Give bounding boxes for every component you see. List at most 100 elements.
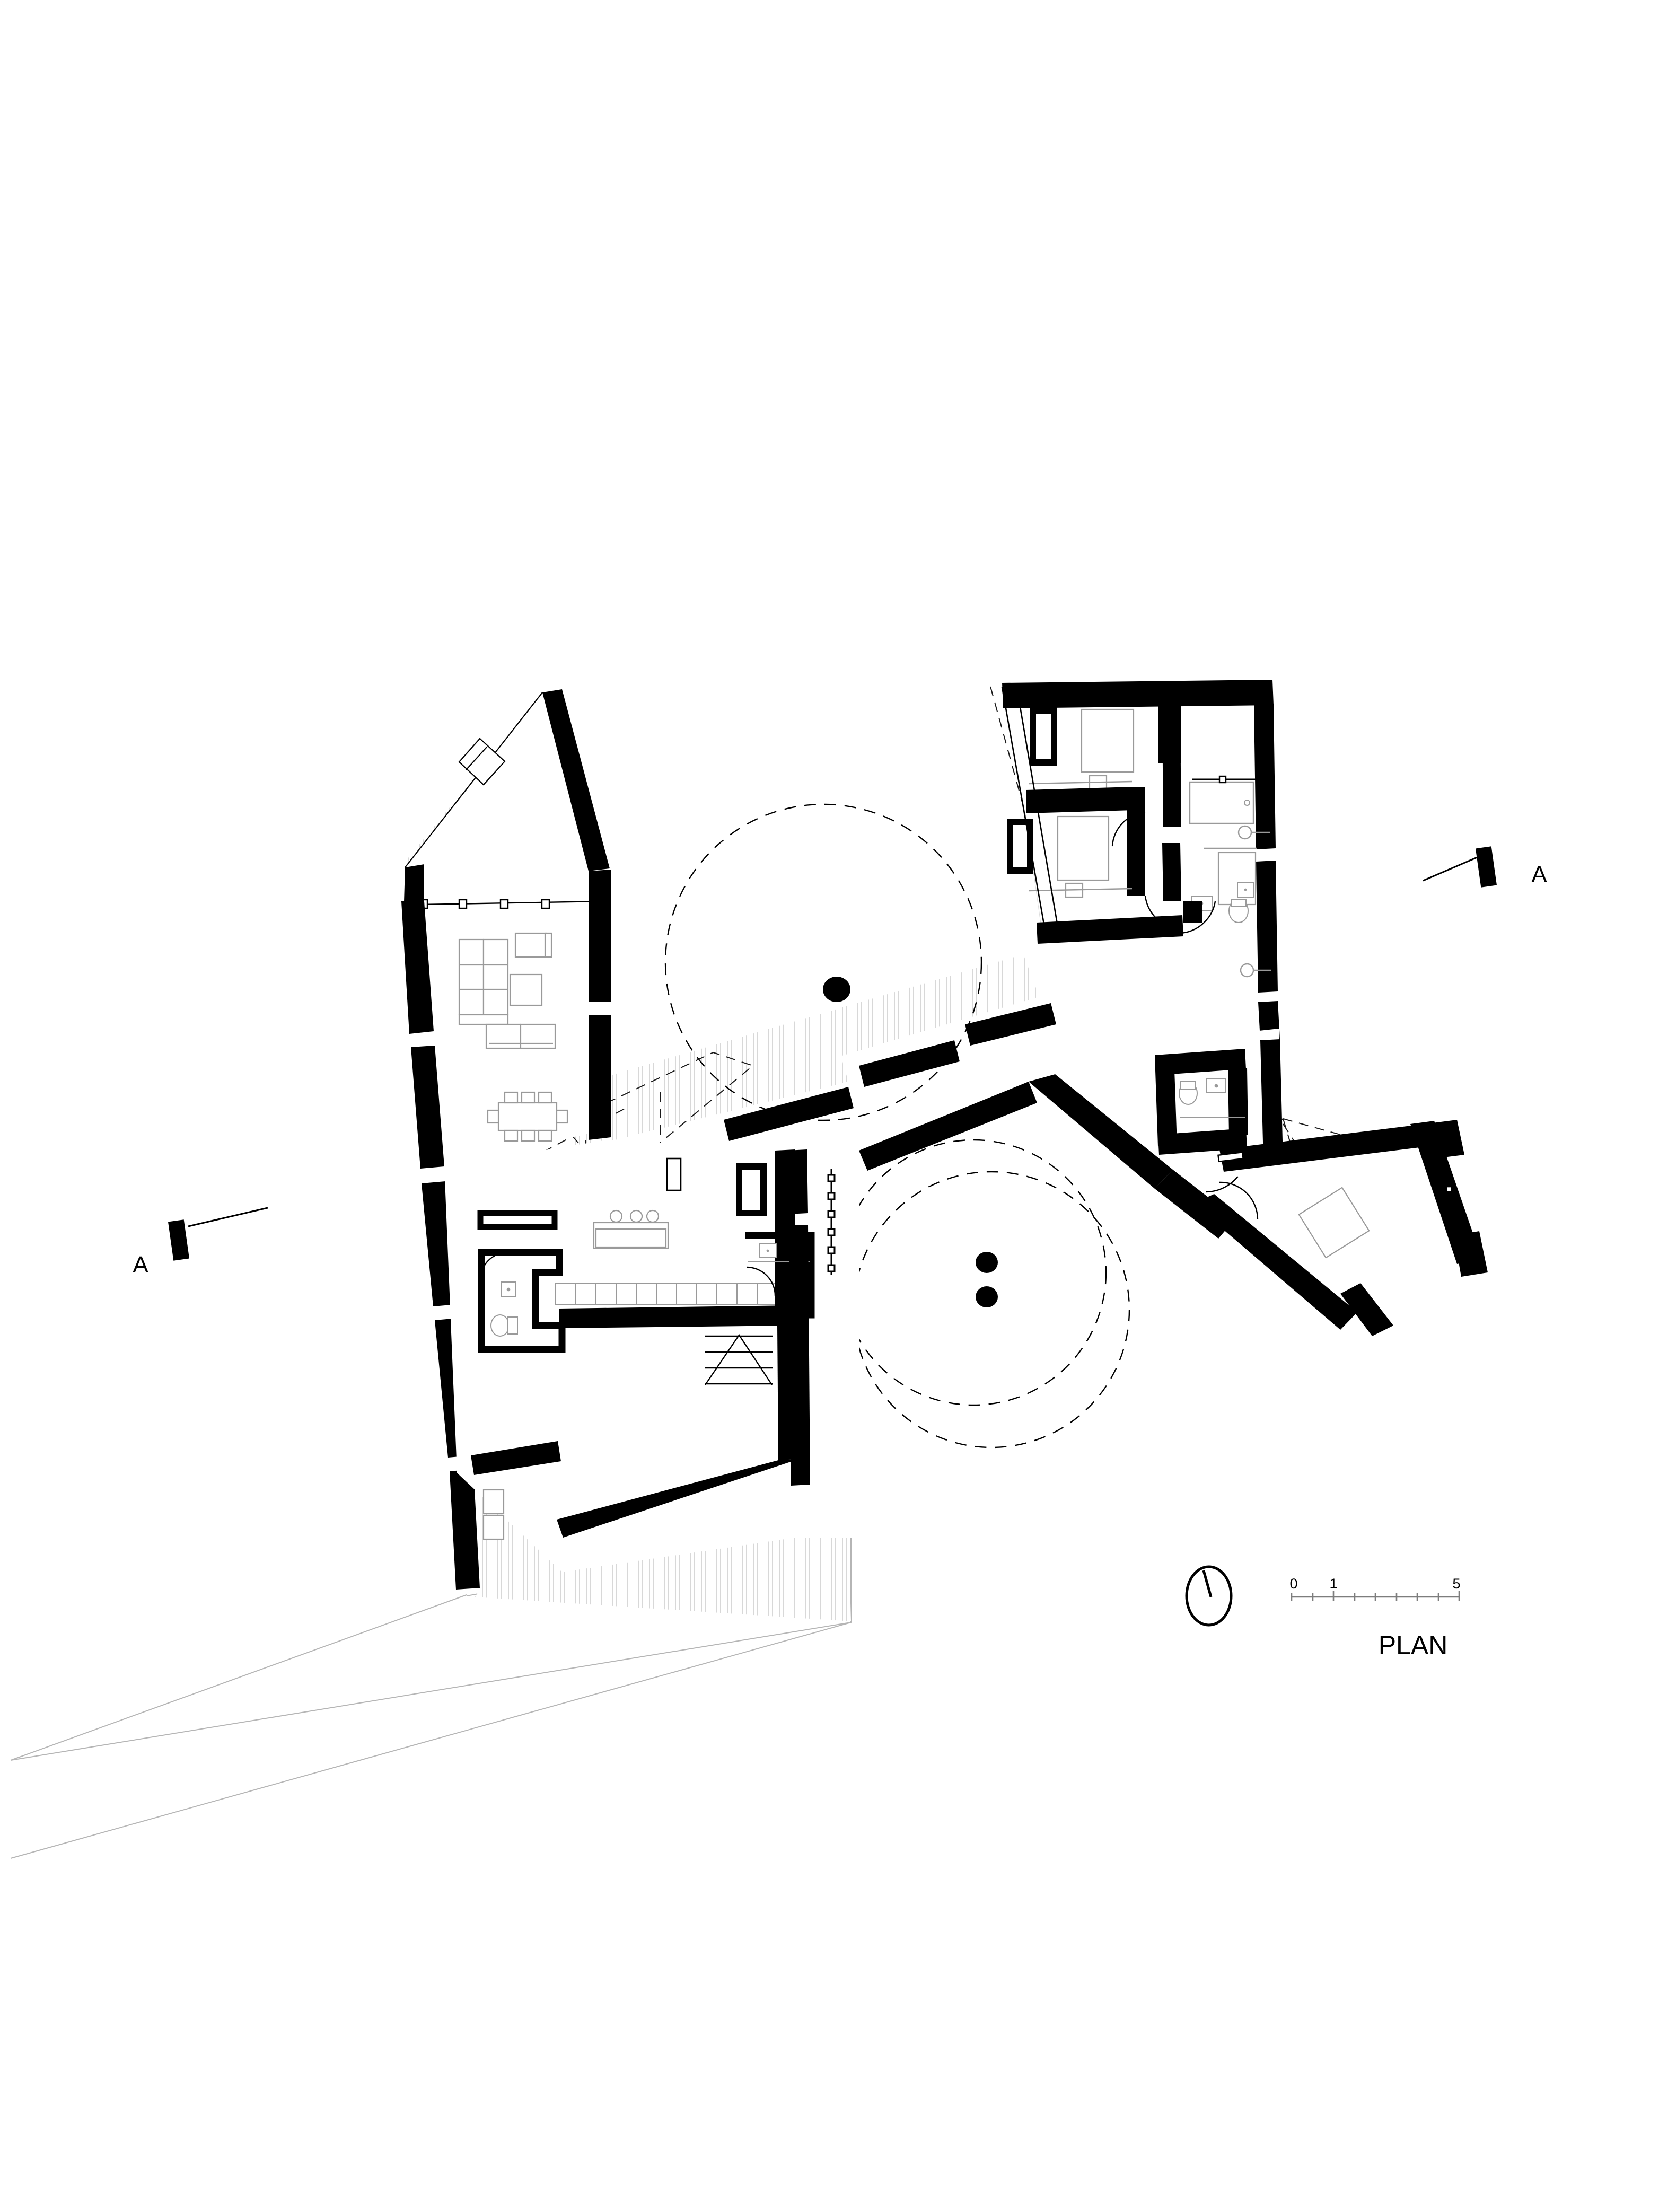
wall-garage-south [557,1459,798,1538]
misc-glazing [666,1093,849,1191]
tree-trunk-south-upper [976,1252,998,1273]
section-marker-a-right-leader [1423,856,1478,882]
scale-tick-label-0: 0 [1289,1576,1297,1592]
wall-west-upper [401,901,434,1034]
east-hall-fixtures [1240,963,1271,978]
south-courtyard-walls [724,1003,1235,1239]
terrace-panels [482,1489,505,1540]
annex-table [1298,1187,1370,1259]
kitchen-base-units [555,1283,778,1305]
section-marker-a-left-label: A [133,1252,148,1278]
wall-wc-east-west [1155,1054,1177,1146]
wall-garage-west-return [471,1441,561,1475]
wall-ne-east-upper [1254,704,1276,849]
bedroom-south [1007,787,1179,930]
wall-living-east-lower [589,1015,611,1140]
annex-glazing [1430,1148,1472,1236]
wall-wc-east-south [1158,1128,1247,1155]
hob-burner-2 [629,1209,643,1223]
east-spine-walls [1155,1039,1283,1162]
section-marker-a-left-leader [188,1207,268,1227]
skylight [458,738,506,786]
wc-west-door-swing [480,1251,510,1273]
wall-courtyard-east [1155,1170,1235,1239]
bathroom-partition [1183,901,1202,923]
east-spine [1155,963,1283,1193]
sofa [485,1023,556,1049]
dining-table [497,1102,558,1131]
wall-courtyard-spur [965,1003,1056,1046]
scale-bar: 0 1 5 [1289,1576,1461,1601]
wall-gable-east [542,689,610,871]
tree-canopy-north [664,803,982,1121]
studio-annex [1193,1120,1488,1336]
hall-closet [736,1163,767,1216]
wall-link-south [724,1087,854,1141]
section-marker-a-right-tick [1475,846,1497,888]
ne-west-glazing [1001,687,1059,934]
central-bathroom [745,1232,815,1319]
north-arrow-circle [1185,1565,1233,1627]
wall-gable-west-top [404,864,424,901]
bedroom-south-door-swing [1111,811,1146,847]
wardrobe-south [1007,819,1033,874]
dining-furniture [487,1091,568,1142]
central-walls [787,1149,810,1486]
wc-east-fixtures [1179,1078,1245,1118]
armchair [514,932,552,958]
section-marker-a-right: A [1423,846,1547,888]
wall-ne-east-mid [1256,861,1278,993]
ne-corridor [1162,709,1181,901]
wall-cabinet [477,1210,558,1230]
north-arrow-needle [1202,1570,1213,1597]
west-lower-walls [471,1149,798,1538]
wall-west-mid [411,1046,444,1169]
wall-west-garage [450,1469,480,1590]
wall-kitchen-south [559,1305,795,1328]
plan-title: PLAN [1379,1630,1448,1660]
tree-trunk-south-lower [976,1286,998,1307]
wall-ne-north [1002,680,1274,708]
wall-courtyard-north-east [1029,1074,1173,1189]
scale-tick-label-1: 1 [1329,1576,1337,1592]
bathroom-main [1180,775,1270,934]
wall-wc-east-divider [1228,1068,1248,1136]
wall-wc-east-north [1155,1049,1246,1075]
bathroom-door-swing [1180,901,1216,934]
annex-door-swing [1219,1181,1259,1220]
wc-west-toilet [490,1314,510,1337]
wall-annex-north [1219,1123,1437,1172]
staircase [705,1333,773,1385]
partition-north [1026,787,1134,813]
bath-toilet [1228,899,1249,923]
west-wing [401,689,611,1590]
hob-burner-3 [646,1209,660,1223]
wardrobe-north [1030,707,1057,766]
wall-annex-south [1193,1194,1357,1330]
section-marker-a-right-label: A [1531,862,1547,888]
bookshelf [458,938,509,1025]
north-arrow [1185,1565,1233,1627]
wc-west [478,1249,566,1353]
wall-ne-south [1037,915,1183,944]
wall-annex-se-corner [1454,1231,1488,1277]
coffee-table [509,973,543,1006]
wall-living-east-upper [589,870,611,1002]
partition-south [1127,787,1145,896]
wall-east-outer [1260,1039,1283,1162]
tree-canopy-south-upper [840,1139,1107,1406]
bathtub [1189,781,1254,824]
kitchen-counter [593,1209,669,1249]
glazing-band-courtyard [827,1169,836,1275]
tree-trunks [823,977,998,1307]
bedroom-south-door-swing-2 [1144,896,1179,930]
section-marker-a-left-tick [168,1219,190,1261]
annex-sliding-door [1217,1151,1244,1163]
hob-burner-1 [609,1209,623,1223]
west-lower-wing [444,1140,798,1572]
wall-courtyard-spur-2 [859,1040,960,1087]
wall-courtyard-north-west [859,1082,1037,1171]
wall-annex-ne-corner [1433,1120,1464,1158]
wall-annex-south-corner [1340,1283,1393,1336]
